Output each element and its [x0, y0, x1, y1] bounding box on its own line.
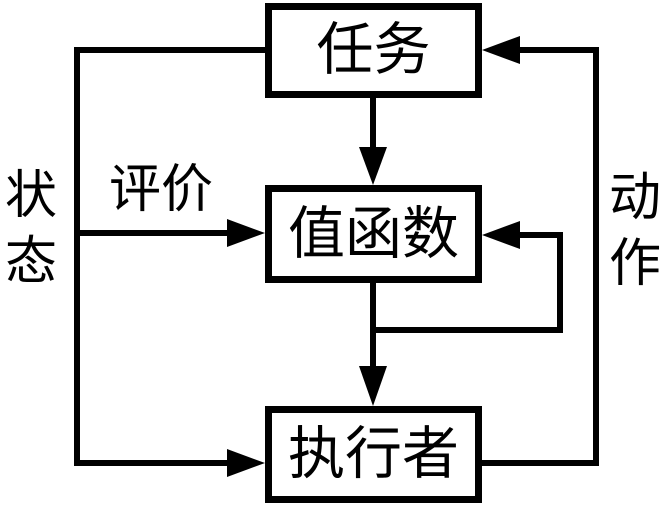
actor-box	[265, 406, 482, 503]
actor-node-label: 执行者	[265, 406, 482, 503]
value-function-label-text: 值函数	[288, 200, 459, 267]
task-node-label: 任务	[265, 3, 482, 98]
task-box	[265, 3, 482, 98]
edge-evaluation-arrow	[77, 219, 265, 247]
edge-action-line	[479, 36, 599, 466]
edge-value-to-actor-arrow	[359, 283, 387, 406]
value-function-node-label: 值函数	[265, 185, 482, 283]
action-edge-label: 动作	[608, 168, 661, 294]
edge-task-to-value-arrow	[359, 98, 387, 185]
value-function-box	[265, 185, 482, 283]
evaluation-edge-label: 评价	[108, 160, 213, 220]
actor-label-text: 执行者	[288, 421, 459, 487]
state-edge-label: 状态	[4, 166, 57, 292]
task-label-text: 任务	[316, 17, 431, 83]
edge-value-feedback-loop	[373, 221, 563, 333]
edge-state-line	[74, 47, 268, 477]
